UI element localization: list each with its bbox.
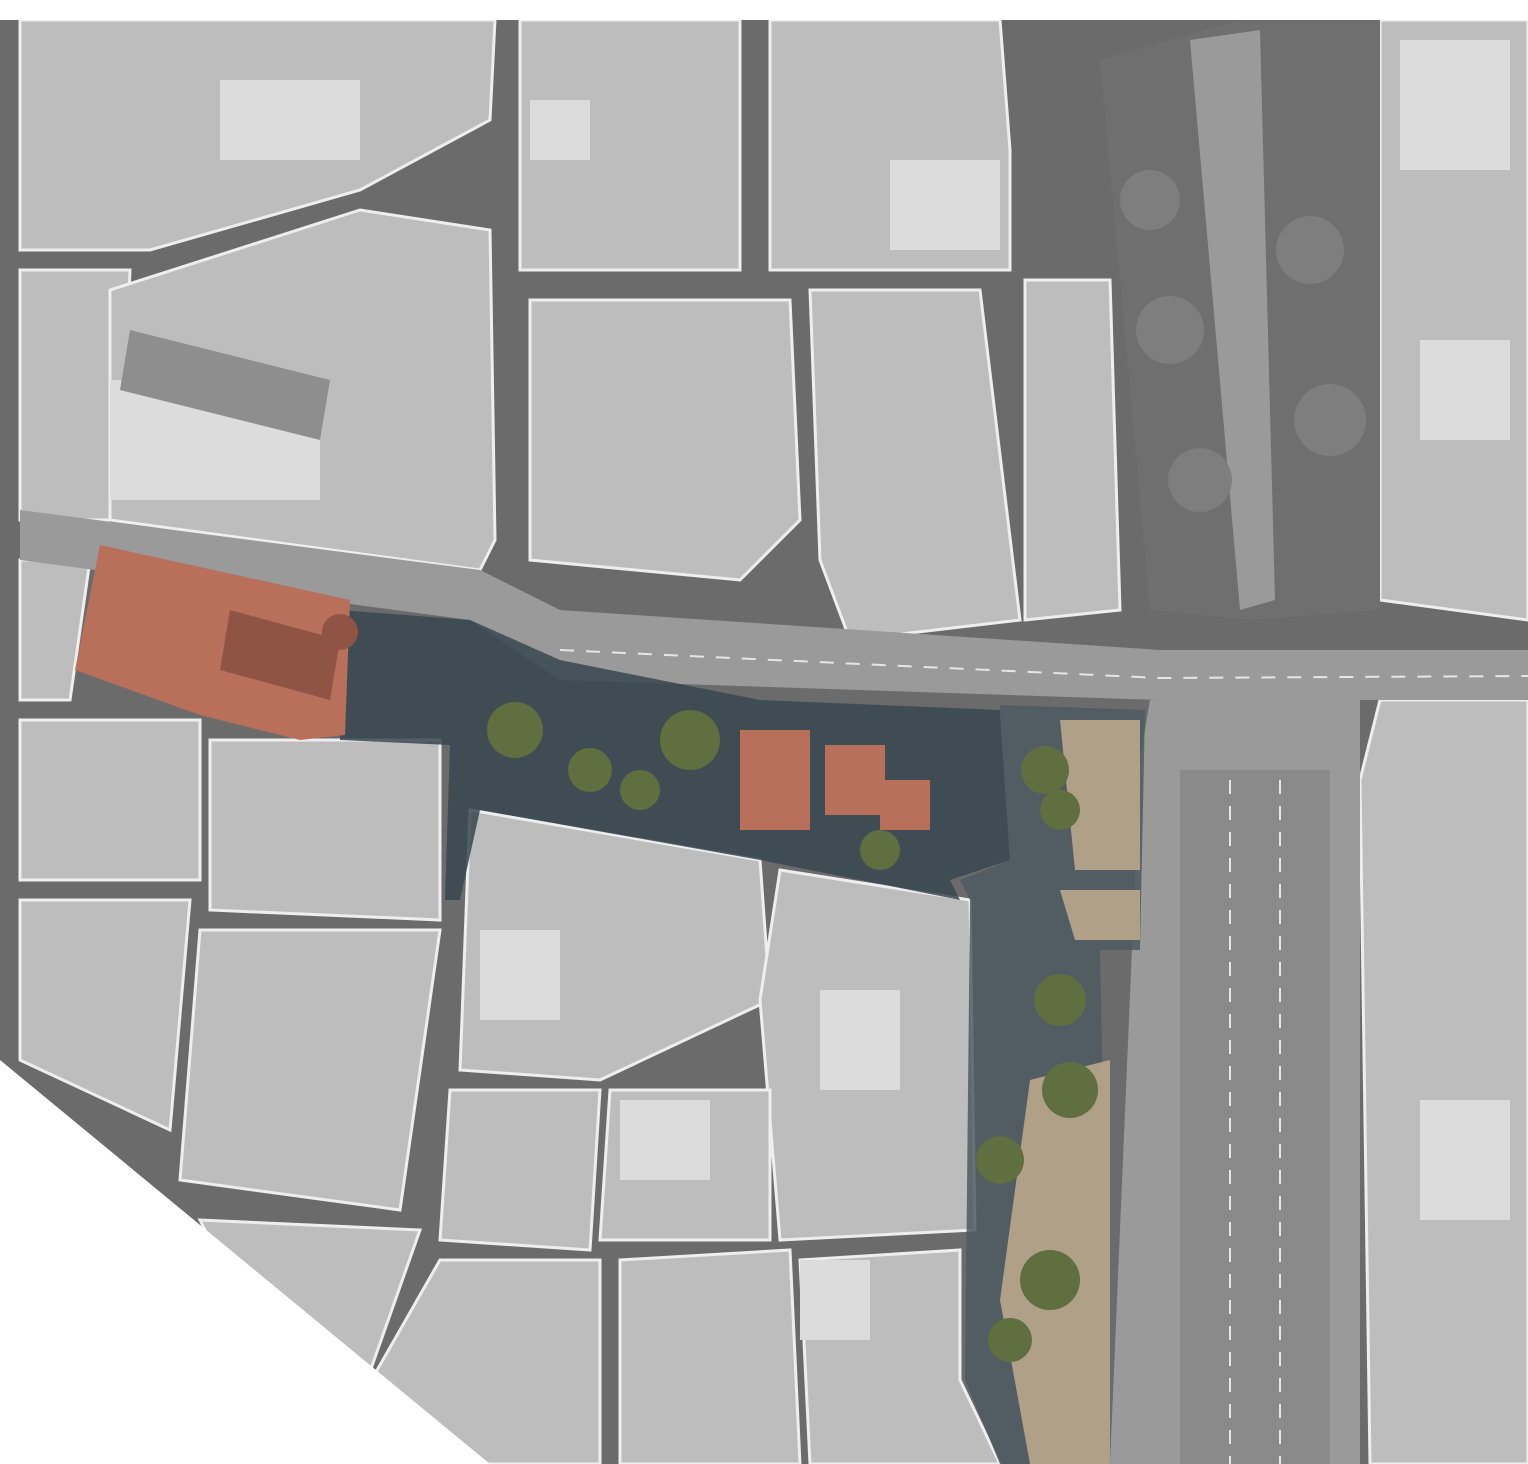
- tree-boulevard: [1100, 20, 1380, 620]
- highlighted-trees: [487, 702, 1098, 1362]
- top-margin: [0, 0, 1528, 20]
- main-street: [20, 510, 1528, 700]
- avenue-median: [1180, 770, 1330, 1464]
- building-roofs: [110, 40, 1510, 1340]
- highlighted-roofs: [75, 545, 930, 830]
- map-corner-cutout: [0, 1060, 490, 1464]
